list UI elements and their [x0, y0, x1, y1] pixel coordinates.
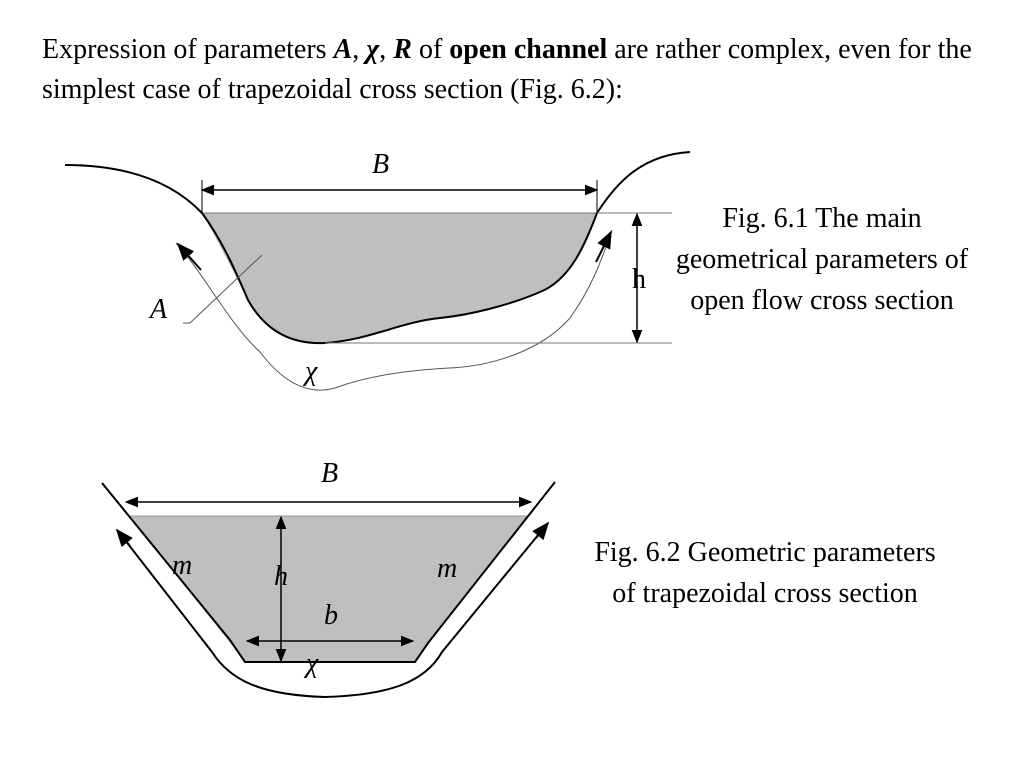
fig1-label-h: h	[632, 264, 646, 295]
water-area-fill	[202, 213, 597, 344]
fig2-label-h: h	[274, 561, 288, 592]
fig1-label-a: A	[148, 294, 168, 325]
channel-bed-outline	[64, 151, 691, 345]
param-a: A	[333, 34, 353, 65]
param-chi: χ	[366, 34, 380, 65]
trapezoid-channel-outline	[101, 481, 556, 663]
trapezoid-perimeter-arrow-left	[115, 528, 133, 548]
fig1-label-b: B	[372, 149, 389, 180]
intro-suffix: are rather complex, even for the simples…	[42, 34, 972, 105]
trapezoid-wetted-perimeter	[117, 522, 549, 699]
intro-sep2: ,	[379, 34, 394, 65]
figure-6-2-diagram: B m m h b χ	[101, 458, 556, 699]
fig2-label-b-width: B	[321, 458, 338, 489]
intro-sep1: ,	[352, 34, 367, 65]
wetted-perimeter-curve	[175, 229, 613, 391]
bold-term-open-channel: open channel	[449, 34, 608, 65]
area-a-leader	[183, 254, 263, 324]
fig1-label-chi: χ	[302, 356, 318, 387]
figure-6-1-diagram: B A h χ	[64, 149, 691, 391]
fig2-label-b-bottom: b	[324, 600, 338, 631]
intro-prefix: Expression of parameters	[42, 34, 334, 65]
figure-6-1-caption: Fig. 6.1 The main geometrical parameters…	[675, 203, 969, 316]
intro-paragraph: Expression of parameters A, χ, R of open…	[42, 30, 1002, 110]
trapezoid-perimeter-arrow-right	[532, 521, 550, 541]
param-r: R	[393, 34, 412, 65]
fig2-label-m-left: m	[172, 550, 192, 581]
fig2-label-chi: χ	[303, 648, 319, 679]
wetted-perimeter-arrow-left	[176, 242, 202, 271]
trapezoid-water-fill	[130, 516, 527, 662]
wetted-perimeter-arrow-right	[595, 230, 612, 263]
fig2-label-m-right: m	[437, 553, 457, 584]
figure-6-2-caption: Fig. 6.2 Geometric parameters of trapezo…	[594, 537, 936, 609]
intro-of: of	[411, 34, 450, 65]
